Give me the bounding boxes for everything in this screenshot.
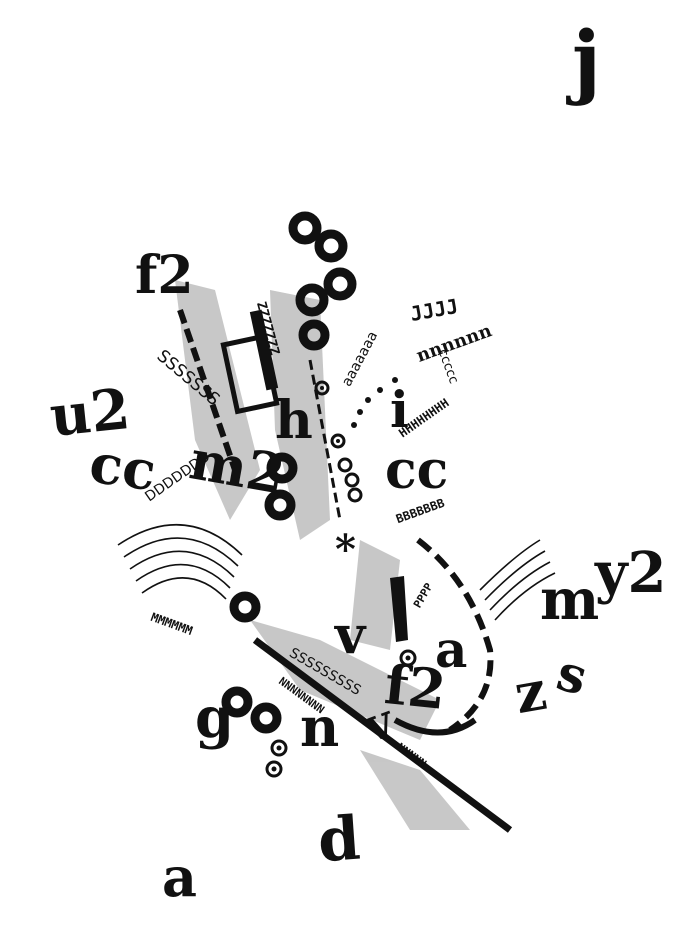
letter-f2-bottom: f2 xyxy=(381,651,449,723)
diagonal-stroke xyxy=(177,309,513,833)
arc-fan-right xyxy=(479,539,556,621)
letter-a-bottom: a xyxy=(162,845,197,909)
letter-n: n xyxy=(300,695,340,759)
wedge-mark xyxy=(390,576,408,642)
rectangle-shapes xyxy=(220,309,280,415)
ring-column xyxy=(221,211,357,734)
letter-d-bottom: d xyxy=(315,803,363,877)
dot-trail xyxy=(351,377,398,428)
arc-fan-left xyxy=(117,523,243,600)
speckle-regions xyxy=(175,280,470,830)
curved-strokes xyxy=(393,537,494,736)
asterisk-mark: * xyxy=(335,526,356,573)
letter-a-right: a xyxy=(435,620,468,679)
letter-i-center: i xyxy=(390,380,409,439)
target-rings xyxy=(265,380,417,778)
letter-v-center: v xyxy=(335,605,366,666)
letter-cc-center: cc xyxy=(385,440,449,501)
letter-h-center: h xyxy=(275,390,313,451)
letter-g: g xyxy=(195,685,235,751)
letter-f2-left: f2 xyxy=(135,245,194,306)
letter-j-top: j xyxy=(572,13,601,107)
letter-y2: y2 xyxy=(595,540,667,606)
letter-m-right: m xyxy=(540,567,600,633)
